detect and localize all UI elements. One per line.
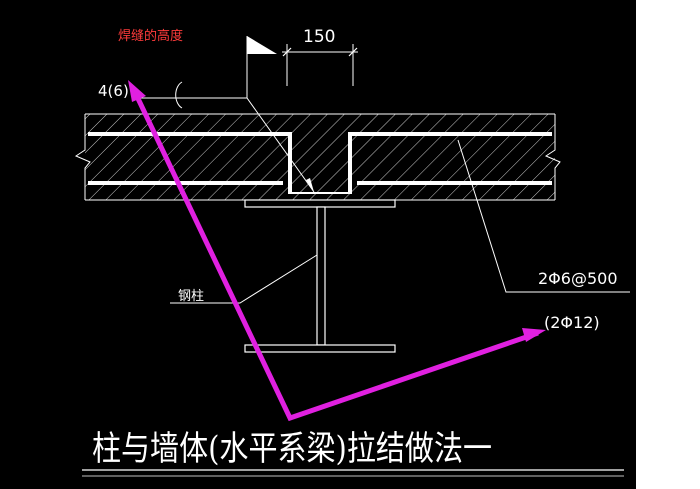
tie-bars xyxy=(88,132,552,194)
drawing-title: 柱与墙体(水平系梁)拉结做法一 xyxy=(92,429,492,469)
wall-section xyxy=(74,113,561,201)
weld-symbol xyxy=(140,36,315,193)
tie-bar-label: 2Φ6@500 xyxy=(538,269,618,288)
dimension-150 xyxy=(282,44,358,86)
weld-height-note: 焊缝的高度 xyxy=(118,28,183,44)
tie-bar-leader xyxy=(457,139,630,293)
steel-column-label: 钢柱 xyxy=(178,289,204,304)
tie-bar-alt-label: (2Φ12) xyxy=(544,313,600,332)
steel-column xyxy=(244,199,396,353)
blank-margin xyxy=(636,0,700,489)
annotation-arrows xyxy=(128,80,546,422)
weld-size-label: 4(6) xyxy=(98,82,129,100)
dimension-150-text: 150 xyxy=(303,27,335,47)
column-leader xyxy=(170,254,318,304)
